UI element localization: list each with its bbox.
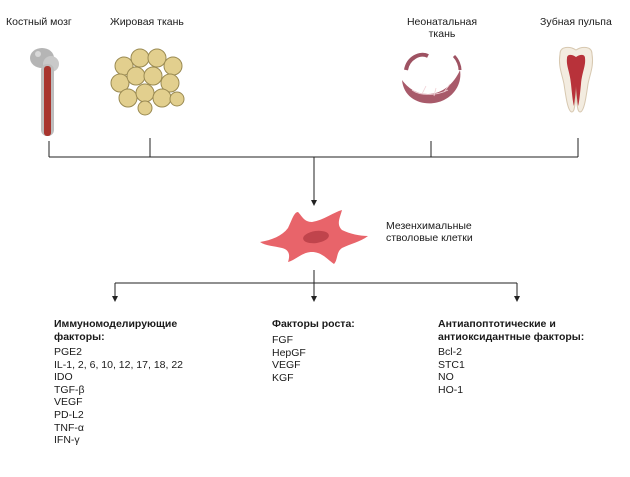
list-item: VEGF: [54, 396, 83, 409]
list-item: HepGF: [272, 346, 306, 359]
list-item: NO: [438, 371, 454, 384]
list-item: TNF-α: [54, 421, 84, 434]
group-title-immunomodulating: Иммуномоделирующие факторы:: [54, 318, 178, 343]
list-item: HO-1: [438, 383, 464, 396]
source-label-dental-pulp: Зубная пульпа: [540, 16, 612, 28]
source-label-neonatal: Неонатальная ткань: [406, 16, 478, 40]
group-list-growth-factors: FGF HepGF VEGF KGF: [272, 334, 306, 384]
list-item: Bcl-2: [438, 346, 462, 358]
list-item: KGF: [272, 371, 294, 384]
list-item: VEGF: [272, 359, 301, 372]
bone-icon: [30, 48, 59, 136]
list-item: PD-L2: [54, 408, 84, 421]
group-title-antiapoptotic: Антиапоптотические и антиоксидантные фак…: [438, 318, 585, 343]
group-title-growth-factors: Факторы роста:: [272, 318, 355, 330]
list-item: STC1: [438, 358, 465, 371]
list-item: FGF: [272, 334, 293, 346]
group-list-immunomodulating: PGE2 IL-1, 2, 6, 10, 12, 17, 18, 22 IDO …: [54, 346, 183, 447]
tooth-icon: [559, 46, 593, 113]
source-label-bone-marrow: Костный мозг: [6, 16, 72, 28]
placenta-icon: [402, 52, 462, 104]
list-item: TGF-β: [54, 383, 85, 396]
group-list-antiapoptotic: Bcl-2 STC1 NO HO-1: [438, 346, 465, 396]
fat-tissue-icon: [110, 48, 185, 116]
stem-cell-icon: [260, 210, 368, 264]
center-label: Мезенхимальные стволовые клетки: [386, 220, 473, 244]
list-item: IDO: [54, 371, 73, 384]
list-item: IFN-γ: [54, 434, 80, 447]
list-item: IL-1, 2, 6, 10, 12, 17, 18, 22: [54, 358, 184, 371]
source-label-adipose: Жировая ткань: [110, 16, 184, 28]
list-item: PGE2: [54, 346, 83, 358]
